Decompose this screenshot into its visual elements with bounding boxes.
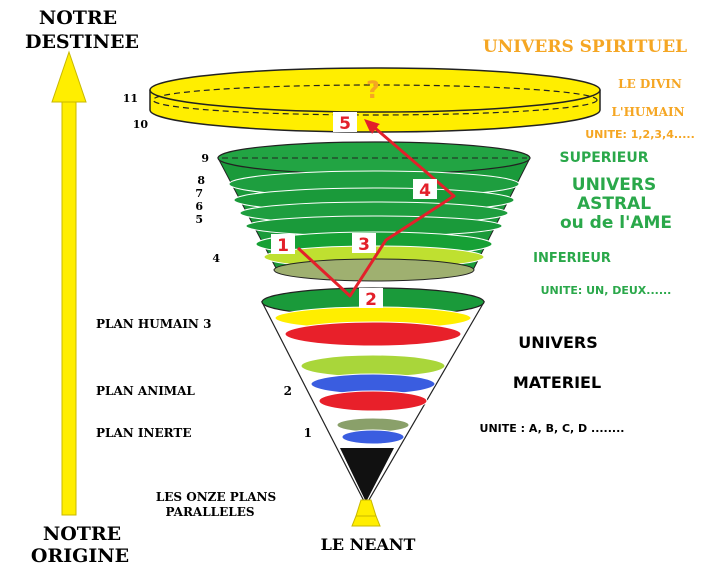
astral-superior-label: SUPERIEUR [560,150,649,166]
plane-number-9: 9 [201,152,209,165]
astral-universe-line2: ASTRAL [577,194,651,214]
plane-number-5: 5 [195,213,203,226]
destiny-arrow [52,52,86,515]
void-lamp [352,500,380,526]
step-number-5: 5 [339,114,351,134]
material-cone [262,288,484,505]
material-universe-line2: MATERIEL [513,373,601,392]
eleven-planes-line2: PARALLELES [165,505,254,519]
step-number-4: 4 [419,181,431,201]
void-label: LE NEANT [321,535,416,554]
astral-unit-label: UNITE: UN, DEUX...... [541,284,672,297]
step-badge-4: 4 [413,179,437,201]
eleven-planes-line1: LES ONZE PLANS [156,490,276,504]
plan-animal-label: PLAN ANIMAL [96,384,195,398]
plane-number-7: 7 [195,187,203,200]
spiritual-question-mark: ? [366,76,380,104]
plane-number-1: 1 [304,426,312,440]
astral-inferior-label: INFERIEUR [533,251,611,266]
human-spiritual-label: L'HUMAIN [611,105,684,119]
plane-number-8: 8 [197,174,205,187]
material-universe-line1: UNIVERS [518,333,598,352]
step-number-2: 2 [365,290,377,310]
step-number-1: 1 [277,236,289,256]
spiritual-universe-title: UNIVERS SPIRITUEL [483,37,687,57]
plane-number-4: 4 [212,252,220,265]
plan-human-label: PLAN HUMAIN 3 [96,317,211,331]
astral-universe-line3: ou de l'AME [560,213,672,233]
plane-number-6: 6 [195,200,203,213]
origin-label-line2: ORIGINE [31,545,129,567]
plane-number-11: 11 [123,92,138,105]
step-badge-1: 1 [271,234,295,256]
divine-label: LE DIVIN [618,77,682,91]
destiny-label-line2: DESTINEE [25,31,139,53]
step-number-3: 3 [358,235,370,255]
destiny-label-line1: NOTRE [39,7,117,29]
step-badge-3: 3 [352,233,376,255]
plane-number-2: 2 [284,384,292,398]
origin-label-line1: NOTRE [43,523,121,545]
plane-number-10: 10 [133,118,149,131]
astral-universe-line1: UNIVERS [572,175,656,195]
plan-inert-label: PLAN INERTE [96,426,191,440]
step-badge-5: 5 [333,112,357,134]
spiritual-unit-label: UNITE: 1,2,3,4..... [585,128,695,141]
material-unit-label: UNITE : A, B, C, D ........ [480,422,625,435]
step-badge-2: 2 [359,288,383,310]
